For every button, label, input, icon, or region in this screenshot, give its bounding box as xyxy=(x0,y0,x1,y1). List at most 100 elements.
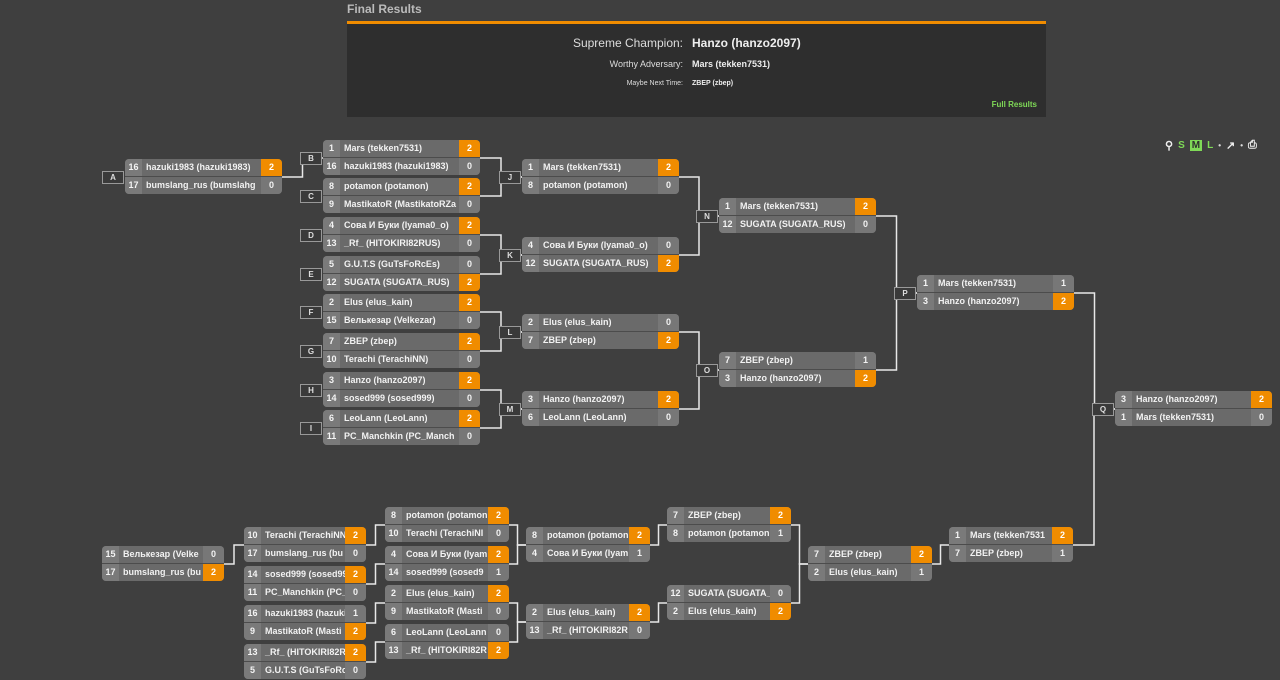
match-player-row[interactable]: 13_Rf_ (HITOKIRI82RUS)0 xyxy=(323,234,480,252)
size-m-button[interactable]: M xyxy=(1189,140,1203,151)
size-l-button[interactable]: L xyxy=(1207,140,1214,151)
full-results-link[interactable]: Full Results xyxy=(991,100,1037,109)
external-link-icon[interactable]: ↗ xyxy=(1226,140,1236,152)
size-s-button[interactable]: S xyxy=(1178,140,1185,151)
printer-icon[interactable]: ⎙ xyxy=(1248,139,1257,151)
